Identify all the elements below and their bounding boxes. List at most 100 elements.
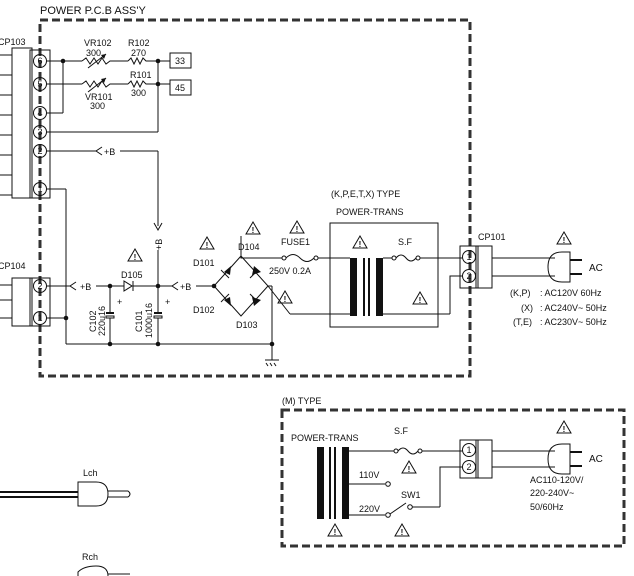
voltage-region-x: (X) xyxy=(521,303,533,313)
sf-element xyxy=(395,254,417,262)
tap-110v: 110V xyxy=(359,470,379,480)
ground-rail xyxy=(46,188,279,367)
svg-text:45: 45 xyxy=(175,83,185,93)
m-type-sf-label: S.F xyxy=(394,426,409,436)
d102-label: D102 xyxy=(193,305,215,315)
r101-resistor xyxy=(127,79,158,89)
svg-text:3: 3 xyxy=(37,127,42,137)
vr101-resistor xyxy=(81,80,128,88)
voltage-region-kp: (K,P) xyxy=(510,288,531,298)
caution-icon: ! xyxy=(556,231,572,245)
caution-icon: ! xyxy=(127,248,143,262)
voltage-value-kp: : AC120V 60Hz xyxy=(540,288,602,298)
m-type-title: (M) TYPE xyxy=(282,396,321,406)
svg-text:2: 2 xyxy=(466,271,471,281)
m-type-trans-label: POWER-TRANS xyxy=(291,433,359,443)
trans-core-left xyxy=(350,258,357,316)
fuse1-element xyxy=(285,254,315,262)
lch-label: Lch xyxy=(83,468,98,478)
svg-text:1: 1 xyxy=(37,313,42,323)
m-type-ac-note-1: AC110-120V/ xyxy=(530,475,584,485)
svg-text:!: ! xyxy=(563,236,566,245)
c102-capacitor xyxy=(106,312,114,314)
vr101-value: 300 xyxy=(90,101,105,111)
filter-section: D105 +B + C102 220u16 + C101 1000u16 xyxy=(88,250,214,347)
svg-text:1: 1 xyxy=(466,445,471,455)
ac-plug-kpetx xyxy=(547,251,571,283)
d103-diode xyxy=(252,297,261,306)
c101-value: 1000u16 xyxy=(144,303,154,338)
caution-icon: ! xyxy=(327,523,343,537)
svg-text:!: ! xyxy=(408,465,411,474)
m-type-ac-note-3: 50/60Hz xyxy=(530,502,564,512)
d102-diode xyxy=(224,297,231,306)
caution-icon: ! xyxy=(199,236,215,250)
m-type-connector: 1 2 AC AC110-120V/ 220-240V~ 50/60Hz xyxy=(459,439,603,512)
r101-value: 300 xyxy=(131,88,146,98)
rch-plug xyxy=(77,565,109,576)
cp103-body xyxy=(11,47,33,199)
sf-label: S.F xyxy=(398,237,413,247)
svg-text:!: ! xyxy=(401,528,404,537)
d104-label: D104 xyxy=(238,242,260,252)
svg-text:!: ! xyxy=(419,296,422,305)
caution-icon: ! xyxy=(289,220,305,234)
svg-text:!: ! xyxy=(206,241,209,250)
plus-b-label: +B xyxy=(104,147,115,157)
rch-label: Rch xyxy=(82,552,98,562)
ac-label: AC xyxy=(589,263,603,274)
vr101-label: VR101 xyxy=(85,92,113,102)
tap-220v: 220V xyxy=(359,504,380,514)
svg-text:6: 6 xyxy=(37,56,42,66)
cp101-label: CP101 xyxy=(478,232,506,242)
power-trans-label: POWER-TRANS xyxy=(336,207,404,217)
cp101-pin-2 xyxy=(462,269,476,283)
trans-core-right xyxy=(376,258,383,316)
svg-text:4: 4 xyxy=(37,108,42,118)
svg-text:2: 2 xyxy=(466,462,471,472)
caution-icons: ! ! ! ! ! ! ! ! ! ! ! ! xyxy=(127,220,572,537)
c101-capacitor xyxy=(154,312,162,314)
svg-text:2: 2 xyxy=(37,281,42,291)
sw1-switch xyxy=(389,502,407,515)
d101-diode xyxy=(224,266,231,275)
bridge-plus-b-label: +B xyxy=(180,282,191,292)
svg-text:!: ! xyxy=(134,253,137,262)
svg-text:1: 1 xyxy=(466,252,471,262)
svg-text:5: 5 xyxy=(37,79,42,89)
power-trans-box xyxy=(329,222,439,328)
d104-diode xyxy=(252,266,261,275)
fuse1-rating: 250V 0.2A xyxy=(269,266,311,276)
d105-diode xyxy=(123,280,133,292)
sw1-label: SW1 xyxy=(401,490,421,500)
c102-value: 220u16 xyxy=(97,306,107,336)
svg-text:+: + xyxy=(165,297,170,307)
svg-text:!: ! xyxy=(563,425,566,434)
m-type-ac-label: AC xyxy=(589,454,603,465)
caution-icon: ! xyxy=(556,420,572,434)
cp104-connector: CP104 2 1 +B xyxy=(0,261,124,327)
cp103-pin-column xyxy=(29,49,51,199)
ac-plug-m-type xyxy=(547,443,571,475)
svg-text:2: 2 xyxy=(37,146,42,156)
r102-resistor xyxy=(127,56,158,66)
test-point-33 xyxy=(169,52,192,69)
lch-plug xyxy=(77,481,109,507)
bridge-rectifier: D101 D104 D102 D103 xyxy=(193,236,273,330)
m-type-pin-2 xyxy=(462,460,476,474)
svg-text:+: + xyxy=(117,297,122,307)
r101-label: R101 xyxy=(130,70,152,80)
plus-b-vertical-label: +B xyxy=(154,239,164,250)
m-type-boundary xyxy=(280,408,626,548)
caution-icon: ! xyxy=(245,221,261,235)
svg-text:!: ! xyxy=(334,528,337,537)
c101-label: C101 xyxy=(134,310,144,332)
cp103-label: CP103 xyxy=(0,37,26,47)
svg-text:1: 1 xyxy=(37,184,42,194)
voltage-value-te: : AC230V~ 50Hz xyxy=(540,317,607,327)
cp101-pin-1 xyxy=(462,250,476,264)
voltage-region-te: (T,E) xyxy=(513,317,532,327)
vr102-resistor xyxy=(81,57,128,65)
cp101-connector: CP101 1 2 AC (K,P) : AC120V 60Hz (X) : A… xyxy=(459,232,607,327)
